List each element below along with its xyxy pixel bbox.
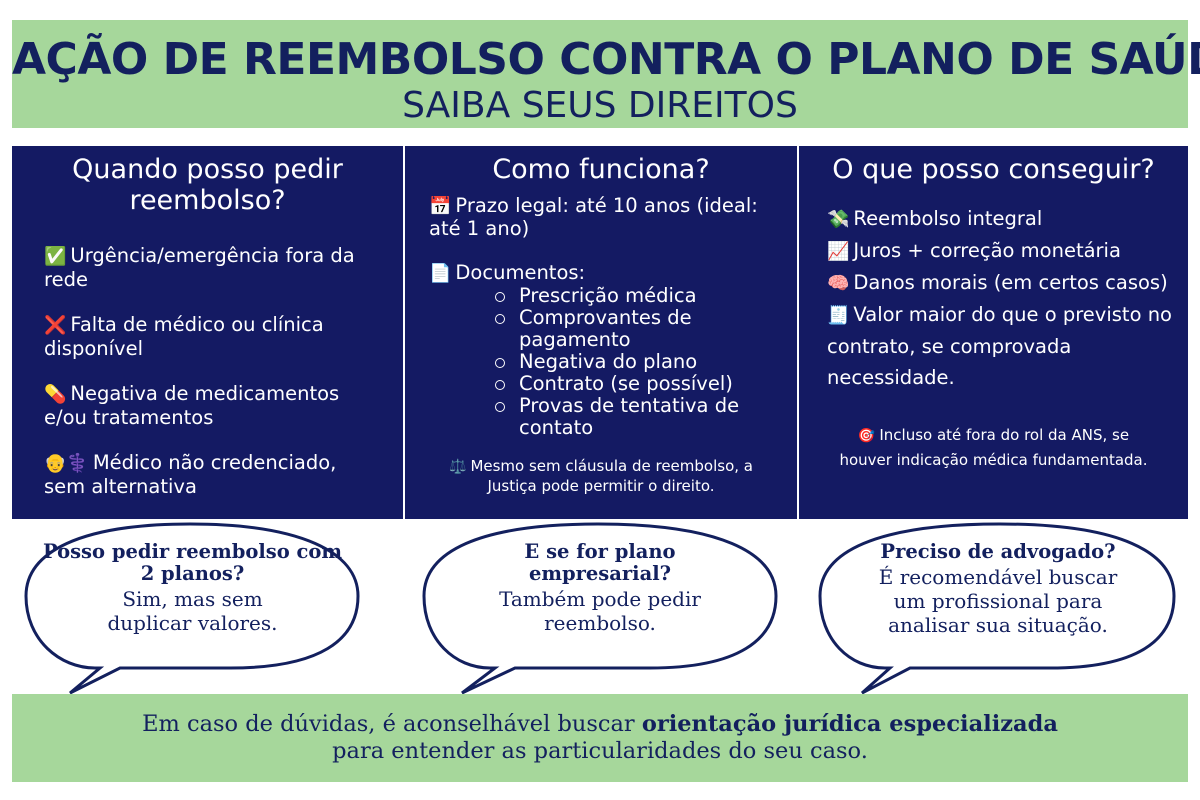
list-item: 🧾Valor maior do que o previsto no contra… <box>827 303 1172 389</box>
list-item: ❌Falta de médico ou clínica disponível <box>44 313 324 360</box>
calendar-icon: 📅 <box>429 196 452 217</box>
bubble-question: Preciso de advogado? <box>880 540 1116 563</box>
footer-line-2: para entender as particularidades do seu… <box>332 738 868 764</box>
check-icon: ✅ <box>44 246 67 267</box>
footer-banner: Em caso de dúvidas, é aconselhável busca… <box>12 694 1188 782</box>
bubble-answer: É recomendável buscar um profissional pa… <box>878 565 1118 637</box>
scales-icon: ⚖️ <box>449 459 467 475</box>
cross-icon: ❌ <box>44 315 67 336</box>
list-item: 💸Reembolso integral <box>827 207 1043 230</box>
target-icon: 🎯 <box>857 428 876 444</box>
bubble-question: E se for plano empresarial? <box>524 540 676 585</box>
column-what: O que posso conseguir? 💸Reembolso integr… <box>799 146 1188 519</box>
bubble-answer: Sim, mas sem duplicar valores. <box>107 587 278 635</box>
documents-label: 📄Documentos: <box>429 261 586 285</box>
list-item: ✅Urgência/emergência fora da rede <box>44 244 355 291</box>
list-item: 👴⚕️Médico não credenciado, sem alternati… <box>44 451 337 498</box>
document-icon: 📄 <box>429 263 452 284</box>
doctor-icon: 👴⚕️ <box>44 453 89 474</box>
column-title: O que posso conseguir? <box>832 154 1155 185</box>
list-item: Comprovantes de pagamento <box>493 307 783 351</box>
ans-note: 🎯Incluso até fora do rol da ANS, se houv… <box>839 426 1148 469</box>
justice-note: ⚖️Mesmo sem cláusula de reembolso, a Jus… <box>449 457 753 495</box>
money-icon: 💸 <box>827 209 850 230</box>
brain-icon: 🧠 <box>827 273 850 294</box>
header-banner: AÇÃO DE REEMBOLSO CONTRA O PLANO DE SAÚD… <box>12 20 1200 128</box>
list-item: 🧠Danos morais (em certos casos) <box>827 271 1168 294</box>
deadline-text: 📅Prazo legal: até 10 anos (ideal: até 1 … <box>429 194 758 240</box>
list-item: Provas de tentativa de contato <box>493 395 783 439</box>
bubble-question: Posso pedir reembolso com 2 planos? <box>42 540 343 585</box>
footer-line-1: Em caso de dúvidas, é aconselhável busca… <box>142 711 1058 737</box>
speech-bubble-1 <box>24 522 360 695</box>
bubble-text-2: E se for plano empresarial? Também pode … <box>440 540 760 636</box>
list-item: Contrato (se possível) <box>493 373 783 395</box>
list-item: 💊Negativa de medicamentos e/ou tratament… <box>44 382 340 429</box>
list-item: Negativa do plano <box>493 351 783 373</box>
column-title: Como funciona? <box>492 154 710 185</box>
receipt-icon: 🧾 <box>827 305 850 326</box>
chart-up-icon: 📈 <box>827 241 850 262</box>
list-item: Prescrição médica <box>493 285 783 307</box>
column-when: Quando posso pedir reembolso? ✅Urgência/… <box>12 146 403 519</box>
bubble-text-3: Preciso de advogado? É recomendável busc… <box>836 540 1160 638</box>
column-title: Quando posso pedir reembolso? <box>72 154 343 216</box>
list-item: 📈Juros + correção monetária <box>827 239 1121 262</box>
speech-bubble-2 <box>422 522 778 695</box>
bubble-text-1: Posso pedir reembolso com 2 planos? Sim,… <box>40 540 345 636</box>
bubble-answer: Também pode pedir reembolso. <box>499 587 701 635</box>
pill-icon: 💊 <box>44 384 67 405</box>
documents-list: Prescrição médica Comprovantes de pagame… <box>493 285 783 439</box>
column-how: Como funciona? 📅Prazo legal: até 10 anos… <box>405 146 797 519</box>
footer-emphasis: orientação jurídica especializada <box>641 711 1058 737</box>
page-subtitle: SAIBA SEUS DIREITOS <box>402 85 798 126</box>
speech-bubble-3 <box>818 522 1176 695</box>
page-title: AÇÃO DE REEMBOLSO CONTRA O PLANO DE SAÚD… <box>12 34 1200 85</box>
